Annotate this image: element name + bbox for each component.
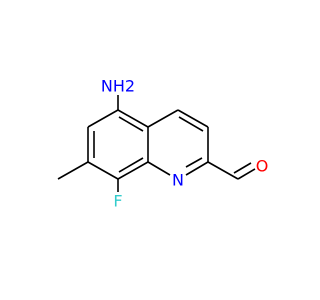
- bond-c5-c6: [87, 109, 119, 128]
- bond-c2-n1: [185, 161, 209, 176]
- amine-label: NH2: [101, 77, 135, 96]
- molecule-structure-diagram: NH2 N F O: [57, 77, 269, 211]
- bond-c2-n1-inner: [185, 157, 203, 168]
- bond-c4-c3-inner: [178, 116, 204, 132]
- bond-cho-o-inner: [233, 162, 252, 174]
- bond-n1-c8a: [147, 161, 171, 176]
- bond-c7-c8: [87, 161, 119, 180]
- bond-c4a-c4: [147, 109, 179, 128]
- bond-c8-c8a: [117, 161, 149, 180]
- bond-c4a-c5: [117, 109, 149, 128]
- bond-cho-o: [237, 168, 256, 180]
- fluorine-label: F: [113, 192, 122, 211]
- bond-c2-cho: [207, 161, 239, 180]
- bond-c4a-c5-inner: [118, 116, 144, 132]
- bond-c7-methyl: [57, 161, 89, 180]
- bond-c8-c8a-inner: [118, 157, 144, 173]
- aldehyde-oxygen-label: O: [256, 157, 269, 176]
- ring-nitrogen-label: N: [172, 171, 184, 190]
- bond-c4-c3: [177, 109, 209, 128]
